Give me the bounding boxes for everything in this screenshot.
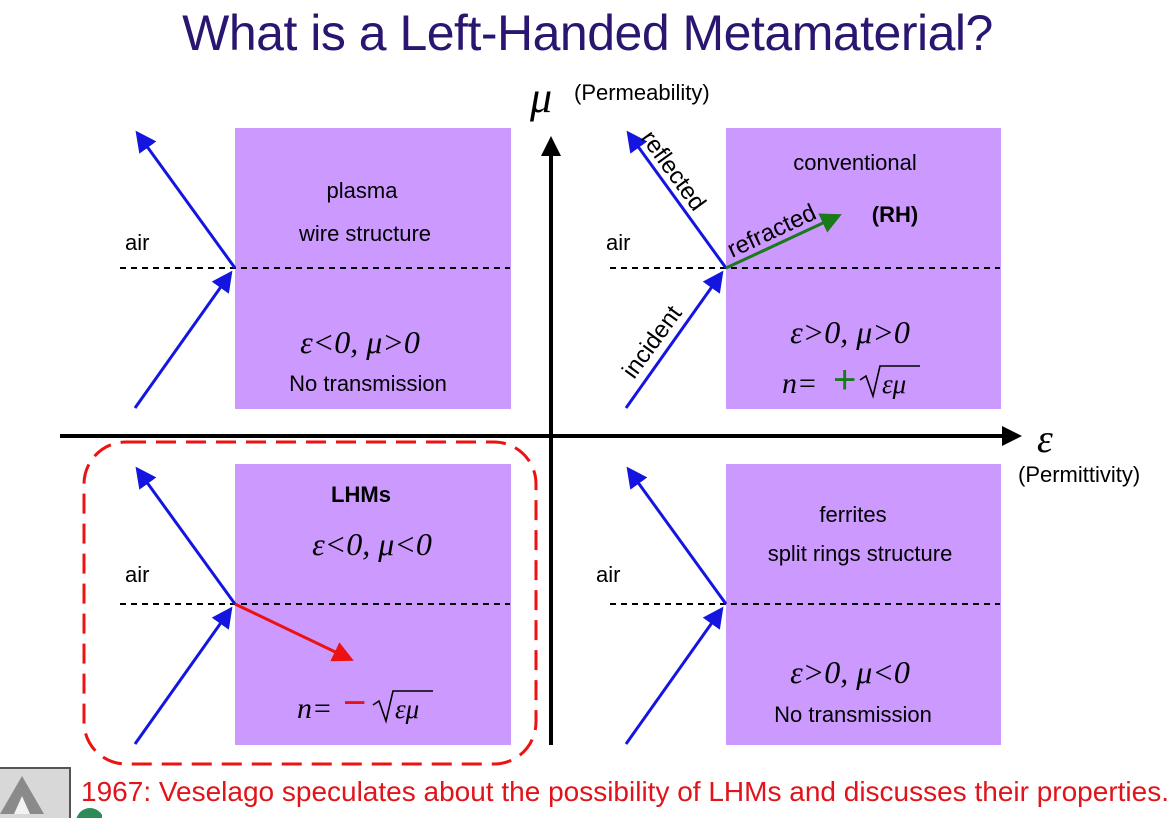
q3-condition: ε<0, μ<0 bbox=[312, 526, 432, 562]
q1-index-root: εμ bbox=[882, 369, 906, 399]
q4-material-line2: split rings structure bbox=[768, 541, 953, 566]
epsilon-axis-label: (Permittivity) bbox=[1018, 462, 1140, 487]
q4-note: No transmission bbox=[774, 702, 932, 727]
q1-material-line2: (RH) bbox=[872, 202, 918, 227]
mu-symbol: μ bbox=[529, 73, 552, 122]
q2-condition: ε<0, μ>0 bbox=[300, 324, 420, 360]
q4-reflected-ray bbox=[626, 466, 728, 605]
q2-reflected-ray bbox=[135, 130, 237, 269]
q3-index-sign: − bbox=[343, 681, 366, 725]
mu-axis-label: (Permeability) bbox=[574, 80, 710, 105]
q3-incident-ray bbox=[133, 606, 233, 745]
q1-index-prefix: n= bbox=[782, 367, 817, 400]
q3-sqrt-sign bbox=[372, 690, 433, 724]
q4-incident-ray bbox=[624, 606, 724, 745]
q4-material-line1: ferrites bbox=[819, 502, 886, 527]
page-title: What is a Left-Handed Metamaterial? bbox=[182, 5, 993, 61]
q3-index-root: εμ bbox=[395, 694, 419, 724]
q3-index-prefix: n= bbox=[297, 692, 332, 725]
q4-condition: ε>0, μ<0 bbox=[790, 654, 910, 690]
q1-air-label: air bbox=[606, 230, 630, 255]
q4-air-label: air bbox=[596, 562, 620, 587]
q2-note: No transmission bbox=[289, 371, 447, 396]
q1-sqrt-sign bbox=[859, 365, 920, 399]
q2-incident-ray bbox=[133, 270, 233, 409]
veselago-footnote: 1967: Veselago speculates about the poss… bbox=[81, 776, 1169, 807]
q2-air-label: air bbox=[125, 230, 149, 255]
institution-logo bbox=[0, 767, 102, 818]
q1-material-line1: conventional bbox=[793, 150, 917, 175]
q3-reflected-ray bbox=[135, 466, 237, 605]
q1-index-sign: + bbox=[833, 358, 856, 402]
q1-refracted-ray bbox=[725, 213, 842, 270]
q3-refracted-ray bbox=[234, 602, 354, 662]
epsilon-symbol: ε bbox=[1037, 416, 1053, 461]
q1-reflected-ray bbox=[626, 130, 728, 269]
lhm-highlight-box bbox=[82, 440, 538, 766]
q3-material-line1: LHMs bbox=[331, 482, 391, 507]
q1-condition: ε>0, μ>0 bbox=[790, 314, 910, 350]
q3-air-label: air bbox=[125, 562, 149, 587]
q1-incident-ray bbox=[624, 270, 724, 409]
q1-reflected-label: reflected bbox=[635, 126, 711, 216]
q2-material-line1: plasma bbox=[327, 178, 399, 203]
q2-material-line2: wire structure bbox=[298, 221, 431, 246]
